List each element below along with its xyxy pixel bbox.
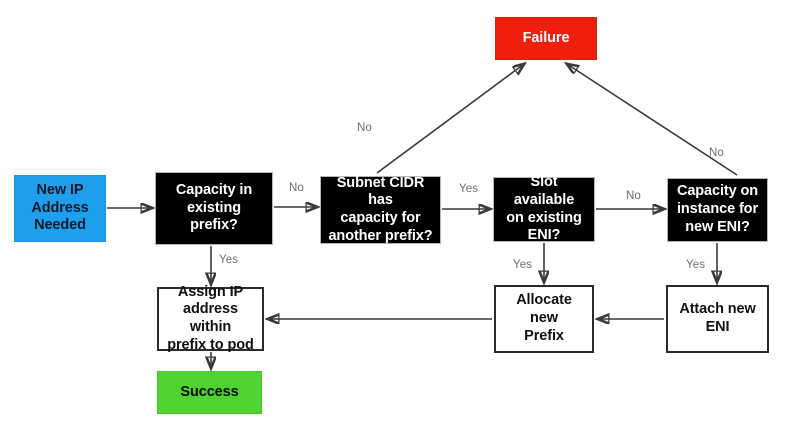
edge-label-yes-subnet-to-slot: Yes: [459, 183, 479, 195]
node-new-ip-address-needed[interactable]: New IP Address Needed: [14, 175, 106, 242]
node-label: Success: [180, 383, 239, 400]
node-label: Subnet CIDR has capacity for another pre…: [328, 174, 433, 244]
node-capacity-in-existing-prefix[interactable]: Capacity in existing prefix?: [155, 172, 273, 245]
node-label: Failure: [522, 29, 570, 46]
node-capacity-on-instance-for-new-eni[interactable]: Capacity on instance for new ENI?: [667, 178, 768, 242]
edge-label-no-subnet-to-failure: No: [357, 122, 372, 134]
node-label: Slot available on existing ENI?: [506, 174, 582, 244]
node-success[interactable]: Success: [157, 371, 262, 414]
node-slot-available-on-existing-eni[interactable]: Slot available on existing ENI?: [493, 174, 595, 244]
node-label: Allocate new Prefix: [516, 292, 572, 344]
edge-label-yes-capacity-to-assign: Yes: [219, 254, 239, 266]
node-label: Capacity on instance for new ENI?: [676, 183, 759, 235]
edge-label-no-capinstance-to-failure: No: [709, 147, 724, 159]
node-allocate-new-prefix[interactable]: Allocate new Prefix: [494, 285, 594, 353]
edge-label-no-slot-to-capinstance: No: [626, 190, 641, 202]
edge-label-no-capacity-to-subnet: No: [289, 182, 304, 194]
edge-subnet-to-failure: [376, 64, 524, 174]
node-label: Assign IP address within prefix to pod: [167, 283, 254, 353]
edge-label-yes-capinstance-to-attach: Yes: [686, 259, 706, 271]
node-attach-new-eni[interactable]: Attach new ENI: [666, 285, 769, 353]
node-label: Attach new ENI: [679, 301, 756, 335]
node-subnet-cidr-has-capacity[interactable]: Subnet CIDR has capacity for another pre…: [320, 174, 441, 244]
node-label: New IP Address Needed: [31, 181, 89, 234]
node-label: Capacity in existing prefix?: [175, 181, 253, 234]
node-failure[interactable]: Failure: [495, 17, 597, 60]
edge-label-yes-slot-to-allocate: Yes: [513, 259, 533, 271]
node-assign-ip-address-within-prefix-to-pod[interactable]: Assign IP address within prefix to pod: [157, 284, 264, 353]
